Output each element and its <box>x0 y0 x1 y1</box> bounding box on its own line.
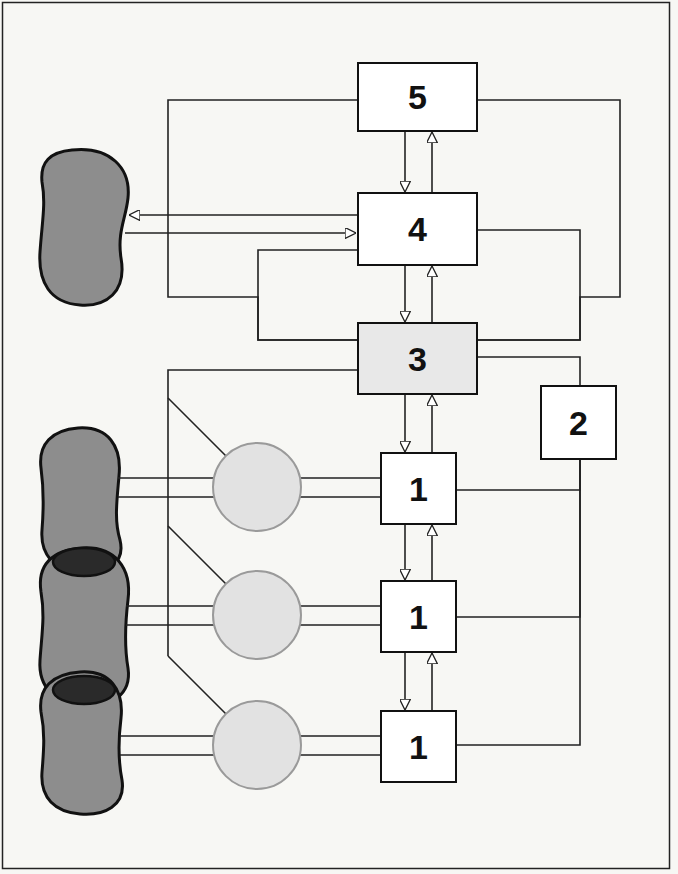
numbered-box: 5 <box>357 62 478 132</box>
connector <box>431 525 433 580</box>
branch-line <box>168 526 226 584</box>
numbered-box: 1 <box>380 710 457 783</box>
segment-blob <box>41 672 123 814</box>
connector <box>404 653 406 710</box>
connector <box>431 132 433 192</box>
box-number: 1 <box>409 600 428 634</box>
connector <box>404 266 406 322</box>
box-number: 1 <box>409 472 428 506</box>
junction-spot <box>53 548 115 576</box>
frame <box>3 3 670 869</box>
numbered-box: 4 <box>357 192 478 266</box>
connector <box>457 460 580 745</box>
box-number: 2 <box>569 406 588 440</box>
connector <box>478 100 620 340</box>
input-arrow <box>125 232 356 234</box>
numbered-box: 1 <box>380 452 457 525</box>
branch-line <box>168 656 226 714</box>
numbered-box: 3 <box>357 322 478 395</box>
connector <box>457 460 580 617</box>
connector <box>404 132 406 192</box>
box-number: 1 <box>409 730 428 764</box>
numbered-box: 1 <box>380 580 457 653</box>
branch-line <box>168 398 226 456</box>
connector <box>404 395 406 452</box>
numbered-box: 2 <box>540 385 617 460</box>
connector <box>431 395 433 452</box>
organ-blob <box>40 150 128 306</box>
connector <box>478 230 580 340</box>
box-number: 3 <box>408 342 427 376</box>
connector <box>457 460 580 490</box>
ganglion-circle <box>213 571 301 659</box>
connector <box>404 525 406 580</box>
junction-spot <box>53 676 115 704</box>
output-arrow <box>129 214 357 216</box>
connector <box>478 357 580 385</box>
box-number: 4 <box>408 212 427 246</box>
box-number: 5 <box>408 80 427 114</box>
connector <box>168 100 357 340</box>
connector <box>431 266 433 322</box>
ganglion-circle <box>213 701 301 789</box>
ganglion-circle <box>213 443 301 531</box>
connector <box>431 653 433 710</box>
connector <box>258 250 357 340</box>
